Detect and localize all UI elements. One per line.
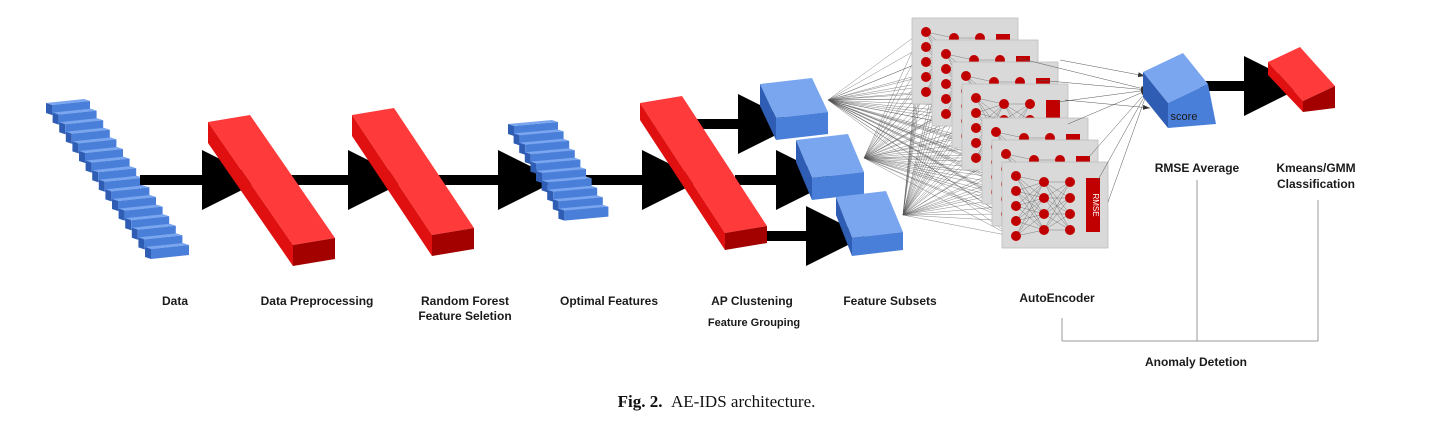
pipeline-arrows xyxy=(140,56,1304,266)
caption-figure-number: Fig. 2. xyxy=(617,392,663,411)
classification-block xyxy=(1268,47,1335,112)
figure-caption: Fig. 2. AE-IDS architecture. xyxy=(0,392,1433,412)
optimal-features-stack-shape xyxy=(508,120,609,221)
feature-subset-block-3 xyxy=(836,191,903,256)
score-block: score xyxy=(1143,53,1216,128)
ap-clustering-block xyxy=(640,96,767,250)
anomaly-detection-bracket xyxy=(1061,180,1319,342)
autoencoder-to-score-connections xyxy=(1017,57,1151,203)
rmse-box-text: RMSE xyxy=(1091,193,1100,216)
label-ap-clustering-line1: AP Clustening xyxy=(711,294,793,308)
label-optimal-features: Optimal Features xyxy=(560,294,658,308)
label-feature-subsets: Feature Subsets xyxy=(843,294,937,308)
label-random-forest-line1: Random Forest xyxy=(421,294,509,308)
label-anomaly-detection: Anomaly Detetion xyxy=(1145,355,1247,369)
label-autoencoder: AutoEncoder xyxy=(1019,291,1095,305)
data-slice xyxy=(65,127,110,144)
feature-subset-block-1 xyxy=(760,78,828,140)
score-text: score xyxy=(1171,111,1198,123)
label-kmeans-line2: Classification xyxy=(1277,177,1355,191)
label-ap-clustering-line2: Feature Grouping xyxy=(708,317,800,329)
autoencoder-panel: RMSE xyxy=(1001,161,1109,249)
data-slice xyxy=(85,156,130,173)
label-random-forest-line2: Feature Seletion xyxy=(418,309,511,323)
label-rmse-average: RMSE Average xyxy=(1155,161,1240,175)
optimal-slice xyxy=(558,204,609,221)
label-data: Data xyxy=(162,294,188,308)
random-forest-block xyxy=(352,108,474,256)
autoencoder-stack: RMSE xyxy=(911,17,1109,249)
data-slice xyxy=(145,243,189,259)
preprocessing-block xyxy=(208,115,335,266)
feature-subset-block-2 xyxy=(796,134,864,200)
label-data-preprocessing: Data Preprocessing xyxy=(261,294,374,308)
data-stack-shape xyxy=(46,99,189,259)
label-kmeans-line1: Kmeans/GMM xyxy=(1276,161,1355,175)
caption-text: AE-IDS architecture. xyxy=(670,392,816,411)
